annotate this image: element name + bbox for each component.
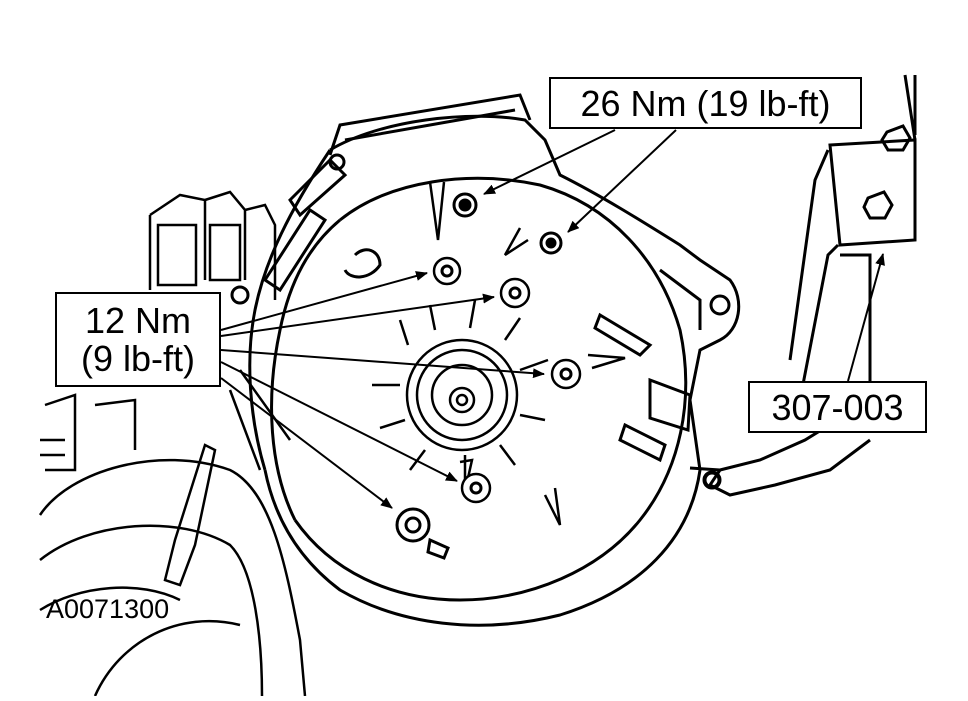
bolt-lower-5 <box>395 507 431 543</box>
torque-callout-26nm: 26 Nm (19 lb-ft) <box>549 77 862 129</box>
arrow-12nm-bolt3 <box>220 349 545 379</box>
torque-callout-12nm: 12 Nm (9 lb-ft) <box>55 292 221 387</box>
bolt-lower-2 <box>499 277 531 309</box>
tool-callout: 307-003 <box>748 381 927 433</box>
arrow-12nm-bolt4 <box>220 361 458 482</box>
arrow-12nm-bolt1 <box>220 271 428 331</box>
tool-number-label: 307-003 <box>771 387 904 428</box>
figure-id: A0071300 <box>46 594 170 624</box>
special-tool <box>689 74 917 497</box>
leader-arrows <box>220 129 885 509</box>
bolt-lower-4 <box>460 472 492 504</box>
spring-tabs <box>428 181 626 526</box>
bolt-lower-1 <box>432 256 462 286</box>
transmission-housing <box>230 93 741 627</box>
pressure-plate <box>372 299 549 480</box>
arrow-26nm-bolt1 <box>483 129 616 195</box>
bolt-lower-3 <box>550 358 582 390</box>
arrow-12nm-bolt5 <box>220 377 393 509</box>
engine-block <box>40 190 292 587</box>
arrow-12nm-bolt2 <box>220 293 495 337</box>
flywheel-outline <box>38 458 307 697</box>
arrow-tool <box>847 253 885 382</box>
torque-label-12nm-metric: 12 Nm <box>84 300 192 341</box>
torque-label-26nm: 26 Nm (19 lb-ft) <box>580 83 831 124</box>
arrow-26nm-bolt2 <box>567 129 677 233</box>
torque-label-12nm-imperial: (9 lb-ft) <box>80 337 195 379</box>
